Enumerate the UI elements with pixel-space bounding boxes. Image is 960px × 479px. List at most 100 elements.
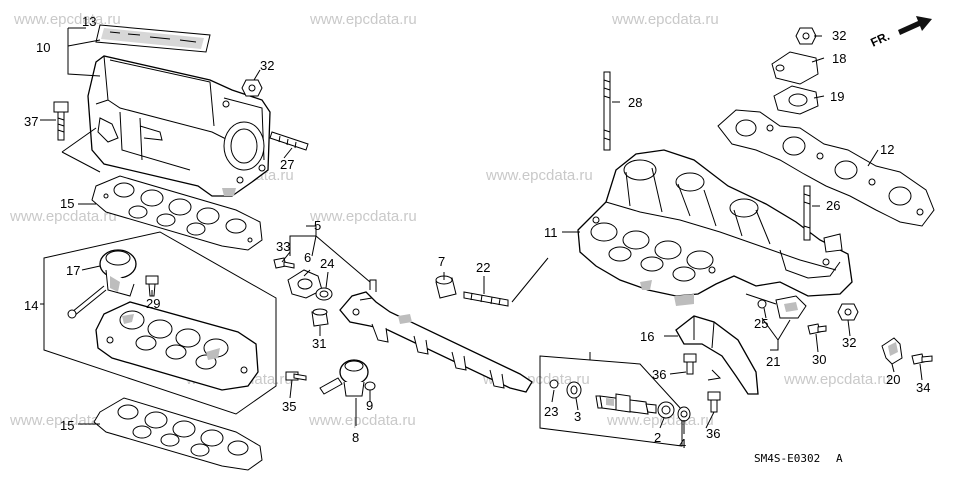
watermark: www.epcdata.ru: [783, 371, 891, 388]
part-gasket-19: [773, 85, 819, 115]
part-manifold-gasket-12: [717, 109, 935, 227]
part-nut-top: [795, 27, 817, 45]
diagram-code-block: SM4S-E0302 A: [754, 452, 843, 465]
part-bolt-36-upper: [683, 353, 697, 375]
part-bracket-16: [675, 315, 759, 395]
callout-number: 19: [830, 89, 844, 104]
callout-number: 8: [352, 430, 359, 445]
part-bolt-30: [807, 323, 827, 335]
callout-number: 5: [314, 218, 321, 233]
callout-number: 15: [60, 418, 74, 433]
callout-number: 25: [754, 316, 768, 331]
part-cushion-ring-3: [566, 381, 582, 399]
callout-number: 7: [438, 254, 445, 269]
callout-number: 30: [812, 352, 826, 367]
callout-number: 23: [544, 404, 558, 419]
diagram-code: SM4S-E0302: [754, 452, 820, 465]
callout-number: 17: [66, 263, 80, 278]
part-seal-ring-2: [657, 401, 675, 419]
callout-number: 29: [146, 296, 160, 311]
watermark: www.epcdata.ru: [309, 208, 417, 225]
callout-number: 3: [574, 409, 581, 424]
front-direction-indicator: FR.: [868, 16, 932, 50]
callout-numbers: 2 3 4 5 6 7 8 9 10 11 12 13 14 15 15 16 …: [24, 14, 930, 451]
part-cover-plate-18: [771, 51, 819, 85]
callout-number: 11: [544, 225, 558, 240]
part-control-valve: [99, 249, 137, 297]
callout-number: 35: [282, 399, 296, 414]
part-bolt-34: [911, 353, 933, 365]
hose-connection-line: [511, 257, 549, 303]
part-intake-plenum: [87, 55, 271, 197]
watermark: www.epcdata.ru: [309, 11, 417, 28]
part-pressure-regulator: [319, 359, 369, 397]
callout-number: 26: [826, 198, 840, 213]
watermark: www.epcdata.ru: [13, 11, 121, 28]
callout-number: 16: [640, 329, 654, 344]
part-intake-manifold: [577, 149, 853, 306]
part-linkage-rod: [71, 285, 107, 317]
callout-number: 4: [679, 436, 686, 451]
part-cap-31: [311, 308, 329, 327]
watermark: www.epcdata.ru: [485, 167, 593, 184]
callout-number: 22: [476, 260, 490, 275]
callout-number: 36: [706, 426, 720, 441]
part-injector: [595, 393, 657, 415]
front-arrow-icon: [898, 16, 932, 35]
callout-number: 13: [82, 14, 96, 29]
part-o-ring-24: [315, 287, 333, 301]
callout-number: 12: [880, 142, 894, 157]
part-clip-20: [881, 337, 903, 365]
assembly-boundary-1: [539, 355, 683, 447]
part-o-ring-4: [677, 406, 691, 422]
callout-number: 2: [654, 430, 661, 445]
part-label-plate: [95, 24, 211, 53]
callout-number: 21: [766, 354, 780, 369]
part-plenum-gasket-lower: [93, 397, 263, 471]
callout-number: 27: [280, 157, 294, 172]
callout-number: 32: [832, 28, 846, 43]
callout-number: 36: [652, 367, 666, 382]
part-nut-right: [837, 303, 859, 321]
part-bolt-36-lower: [707, 391, 721, 413]
part-grommet-7: [435, 275, 457, 299]
watermark: www.epcdata.ru: [9, 412, 117, 429]
diagram-code-suffix: A: [836, 452, 843, 465]
leader-lines: [40, 27, 923, 434]
callout-number: 31: [312, 336, 326, 351]
callout-number: 37: [24, 114, 38, 129]
callout-number: 24: [320, 256, 334, 271]
part-flange-bolt: [53, 101, 69, 141]
callout-number: 15: [60, 196, 74, 211]
callout-number: 14: [24, 298, 38, 313]
part-seal-ring-23: [549, 379, 559, 389]
front-direction-label: FR.: [868, 29, 891, 50]
part-bolt-35: [285, 371, 307, 381]
callout-number: 32: [842, 335, 856, 350]
assembly-boundary-14: [43, 231, 277, 415]
part-fuel-rail: [339, 279, 533, 393]
part-o-ring-9: [364, 381, 376, 391]
callout-number: 6: [304, 250, 311, 265]
part-stud-26: [803, 185, 811, 241]
watermark: www.epcdata.ru: [9, 208, 117, 225]
part-bolt-33: [273, 257, 295, 269]
part-stud-28: [603, 71, 611, 151]
callout-number: 9: [366, 398, 373, 413]
callout-number: 20: [886, 372, 900, 387]
callout-number: 28: [628, 95, 642, 110]
callout-number: 18: [832, 51, 846, 66]
callout-number: 32: [260, 58, 274, 73]
part-intake-chamber: [95, 301, 259, 391]
part-stud-bolt: [269, 131, 309, 151]
callout-number: 10: [36, 40, 50, 55]
watermark: www.epcdata.ru: [611, 11, 719, 28]
part-nut: [241, 79, 263, 97]
part-plenum-gasket-upper: [91, 175, 263, 251]
part-sensor-21: [745, 293, 807, 319]
callout-number: 33: [276, 239, 290, 254]
callout-number: 34: [916, 380, 930, 395]
part-connector-pipe-22: [463, 291, 509, 307]
watermark: www.epcdata.ru: [308, 412, 416, 429]
